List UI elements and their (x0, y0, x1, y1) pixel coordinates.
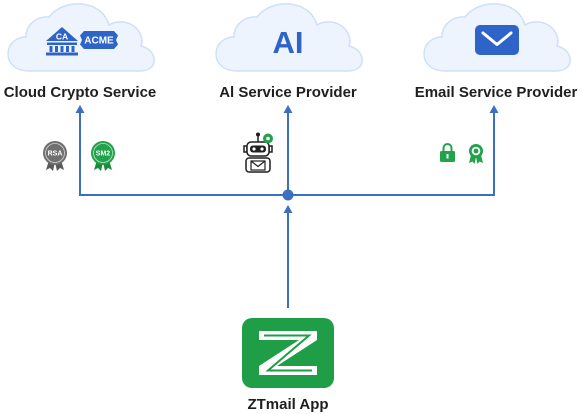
app-label: ZTmail App (247, 396, 328, 413)
arrowhead-app (283, 205, 293, 213)
arrowhead-email (489, 105, 499, 113)
rsa-seal-icon: RSA (43, 141, 67, 171)
arrowhead-ai (283, 105, 293, 113)
gear-badge-icon (263, 133, 273, 144)
acme-badge-icon: ACME (80, 31, 118, 49)
connectors (75, 105, 499, 308)
node-label-ai: Al Service Provider (219, 84, 357, 101)
sm2-seal-icon: SM2 (91, 141, 115, 171)
cloud-crypto-service-node: CA ACME (7, 3, 155, 72)
lock-icon (440, 143, 455, 162)
rsa-text: RSA (48, 151, 63, 158)
ztmail-app-node: ZTmail App (242, 318, 334, 413)
award-icon (469, 144, 483, 164)
node-label-cloud-crypto: Cloud Crypto Service (4, 84, 157, 101)
hub-dot (282, 189, 294, 201)
node-label-email: Email Service Provider (415, 84, 578, 101)
arrowhead-crypto (75, 105, 85, 113)
ca-text: CA (56, 32, 68, 42)
bank-icon: CA (46, 27, 78, 56)
ai-service-provider-node: AI (215, 3, 363, 72)
envelope-icon (475, 25, 519, 55)
email-service-provider-node (423, 3, 571, 72)
acme-text: ACME (84, 36, 114, 47)
cloud-shape (215, 3, 363, 72)
sm2-text: SM2 (96, 151, 111, 158)
ai-logo-text: AI (273, 25, 304, 60)
robot-mail-icon (243, 132, 273, 173)
ztmail-logo-icon (242, 318, 334, 388)
